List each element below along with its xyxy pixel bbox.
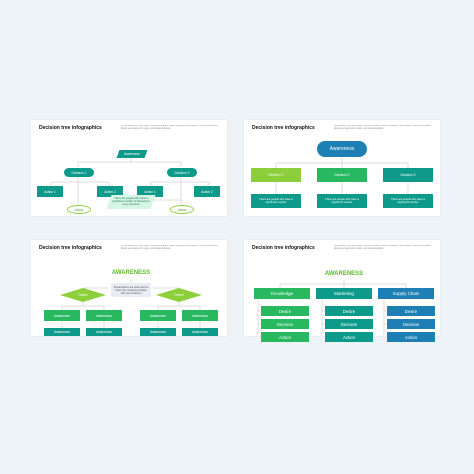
slide-decision-tree-2: Decision tree infographics Presentation … (244, 120, 440, 216)
knowledge-item-decision: Decision (261, 319, 309, 329)
desire-diamond-2-label: Desire (174, 293, 184, 297)
slide-title: Decision tree infographics (39, 245, 102, 251)
slide-decision-tree-4: Decision tree infographics Presentation … (244, 240, 440, 342)
note-text: Presentations are tools used to share th… (113, 285, 149, 295)
root-node: Awareness (116, 150, 148, 158)
connector-lines (257, 280, 407, 336)
action-node-4: Action 2 (194, 186, 220, 197)
outcome-oval-1: Action (67, 205, 91, 214)
root-title: AWARENESS (111, 270, 151, 276)
column-head-supply-chain: Supply Chain (378, 288, 434, 299)
note-box: There are people who have a significant … (106, 195, 156, 209)
action-node-2: Action 2 (97, 186, 123, 197)
awareness-box-r1-2: Awareness (86, 310, 122, 321)
knowledge-item-desire: Desire (261, 306, 309, 316)
root-label: Awareness (124, 152, 140, 156)
column-head-marketing: Marketing (316, 288, 372, 299)
note-box-3: There are people who have a significant … (383, 194, 433, 208)
supply-chain-item-desire: Desire (387, 306, 435, 316)
supply-chain-item-action: Action (387, 332, 435, 342)
marketing-item-desire: Desire (325, 306, 373, 316)
decision-node-2: Decision 2 (167, 168, 197, 177)
slide-description: Presentation are tools used to present r… (121, 245, 218, 250)
awareness-box-r2-1: Awareness (44, 328, 80, 336)
slide-description: Presentation are tools used to present r… (334, 125, 431, 130)
note-box-1: There are people who have a significant … (251, 194, 301, 208)
marketing-item-action: Action (325, 332, 373, 342)
supply-chain-item-decision: Decision (387, 319, 435, 329)
connector-lines (275, 157, 409, 194)
note-bubble: Presentations are tools used to share th… (111, 283, 151, 297)
marketing-item-decision: Decision (325, 319, 373, 329)
slide-decision-tree-1: Decision tree infographics Presentation … (31, 120, 227, 216)
action-node-1: Action 1 (37, 186, 63, 197)
decision-node-3: Decision 3 (383, 168, 433, 182)
root-title: AWARENESS (324, 271, 364, 277)
outcome-oval-2: Action (170, 205, 194, 214)
connector-lines (50, 157, 210, 205)
decision-node-2: Decision 2 (317, 168, 367, 182)
knowledge-item-action: Action (261, 332, 309, 342)
root-node: Awareness (317, 141, 367, 157)
slide-description: Presentation are tools used to present r… (334, 245, 431, 250)
awareness-box-r1-1: Awareness (44, 310, 80, 321)
desire-diamond-1-label: Desire (78, 293, 88, 297)
awareness-box-r1-4: Awareness (182, 310, 218, 321)
note-text: There are people who have a significant … (112, 197, 150, 207)
note-box-2: There are people who have a significant … (317, 194, 367, 208)
decision-node-1: Decision 1 (251, 168, 301, 182)
slide-description: Presentation are tools used to present r… (121, 125, 218, 130)
slide-title: Decision tree infographics (252, 125, 315, 131)
awareness-box-r2-3: Awareness (140, 328, 176, 336)
awareness-box-r2-2: Awareness (86, 328, 122, 336)
slide-title: Decision tree infographics (252, 245, 315, 251)
desire-diamond-2 (156, 288, 202, 302)
column-head-knowledge: Knowledge (254, 288, 310, 299)
slide-title: Decision tree infographics (39, 125, 102, 131)
awareness-box-r2-4: Awareness (182, 328, 218, 336)
connector-lines (61, 280, 201, 328)
desire-diamond-1 (60, 288, 106, 302)
action-node-3: Action 1 (137, 186, 163, 197)
awareness-box-r1-3: Awareness (140, 310, 176, 321)
decision-node-1: Decision 1 (64, 168, 94, 177)
slide-decision-tree-3: Decision tree infographics Presentation … (31, 240, 227, 336)
